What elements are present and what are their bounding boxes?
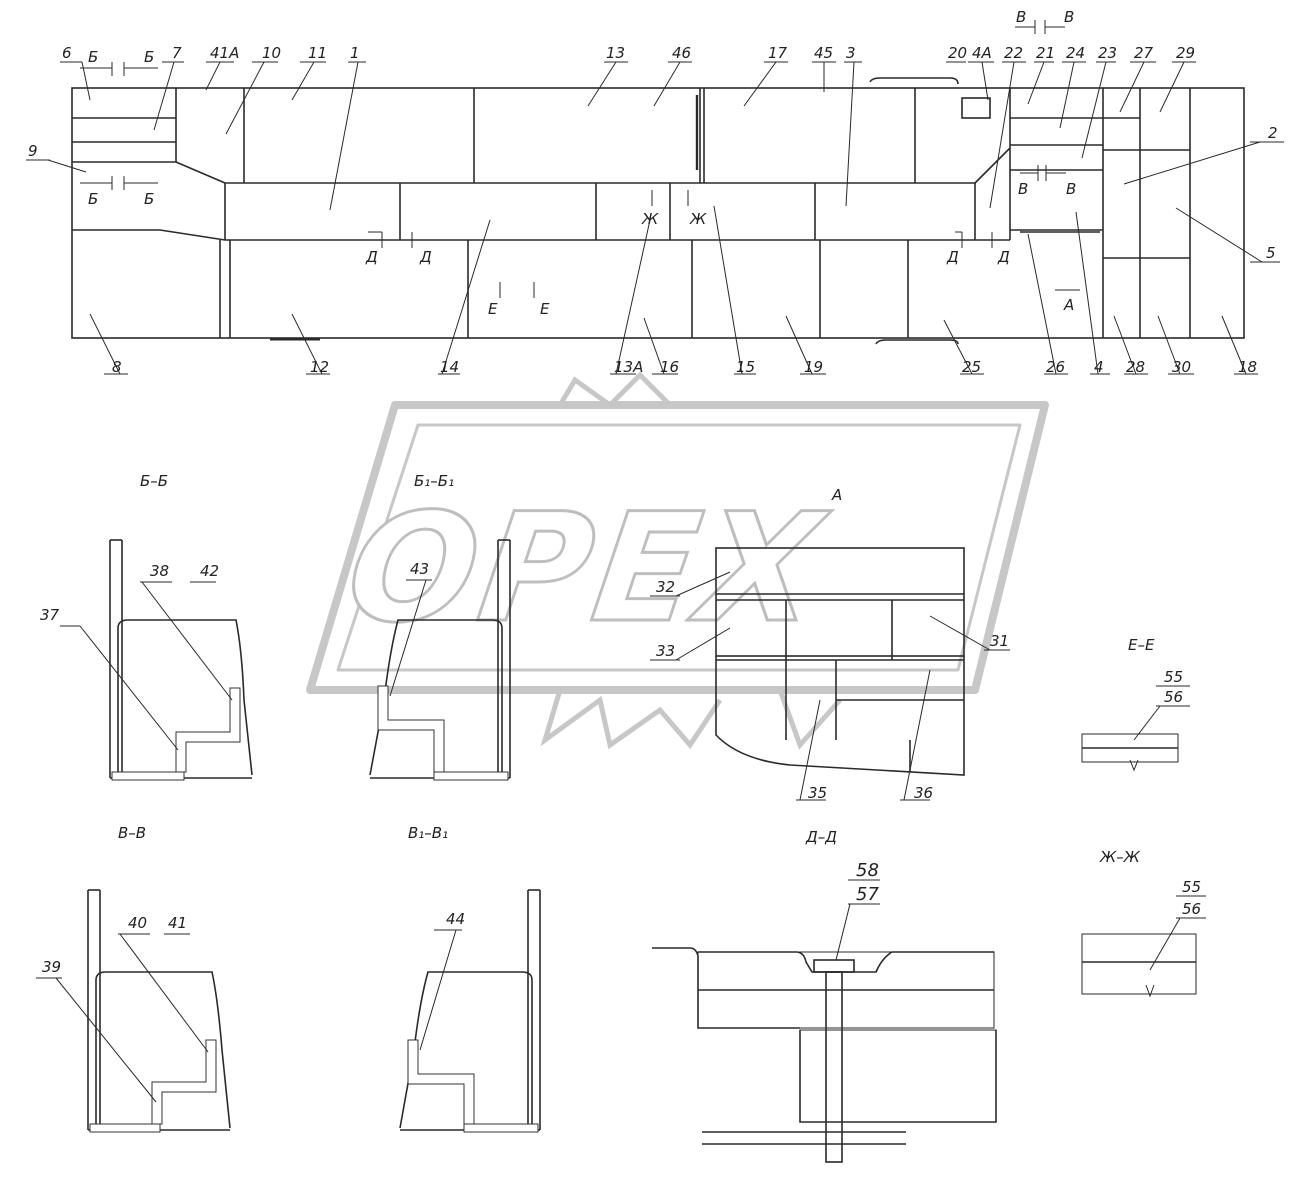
svg-text:Б₁–Б₁: Б₁–Б₁: [414, 472, 454, 490]
section-dd: Д–Д 58 57: [652, 828, 997, 1163]
svg-text:55: 55: [1182, 878, 1201, 896]
svg-text:А: А: [1063, 296, 1074, 314]
section-vv: В–В 39 40 41: [36, 824, 231, 1133]
opex-watermark: OPEX: [306, 371, 1049, 750]
callout-41A: 41A: [210, 44, 239, 62]
svg-text:44: 44: [446, 910, 465, 928]
callout-numbers: 6 7 41A 10 11 1 13 46 17 45 3 20 4A 22 2…: [28, 44, 1278, 376]
callout-28: 28: [1126, 358, 1145, 376]
callout-20: 20: [948, 44, 967, 62]
callout-13: 13: [606, 44, 625, 62]
svg-text:Е: Е: [540, 300, 550, 318]
svg-text:56: 56: [1182, 900, 1201, 918]
callout-18: 18: [1238, 358, 1257, 376]
svg-text:В: В: [1018, 180, 1028, 198]
svg-text:Е–Е: Е–Е: [1128, 636, 1155, 654]
callout-23: 23: [1098, 44, 1117, 62]
callout-7: 7: [172, 44, 182, 62]
callout-3: 3: [846, 44, 856, 62]
svg-text:Б–Б: Б–Б: [140, 472, 168, 490]
svg-text:Д: Д: [997, 248, 1010, 266]
svg-text:В: В: [1064, 8, 1074, 26]
callout-8: 8: [112, 358, 122, 376]
callout-4A: 4A: [972, 44, 992, 62]
svg-text:Б: Б: [88, 48, 98, 66]
section-ee: Е–Е 55 56: [1081, 636, 1190, 772]
section-b1b1: Б₁–Б₁ 43: [369, 472, 511, 781]
callout-14: 14: [440, 358, 459, 376]
svg-text:56: 56: [1164, 688, 1183, 706]
svg-text:Д: Д: [365, 248, 378, 266]
section-bb: Б–Б 37 38 42: [40, 472, 253, 781]
svg-text:Д: Д: [946, 248, 959, 266]
floor-plan-view: [71, 77, 1245, 345]
callout-11: 11: [308, 44, 327, 62]
callout-16: 16: [660, 358, 679, 376]
callout-30: 30: [1172, 358, 1191, 376]
svg-text:Д–Д: Д–Д: [805, 828, 837, 846]
callout-25: 25: [962, 358, 981, 376]
callout-4: 4: [1094, 358, 1104, 376]
callout-13A: 13A: [614, 358, 643, 376]
svg-text:43: 43: [410, 560, 429, 578]
callout-17: 17: [768, 44, 788, 62]
callout-19: 19: [804, 358, 823, 376]
svg-text:А: А: [831, 486, 842, 504]
section-zhzh: Ж–Ж 55 56: [1081, 848, 1206, 998]
callout-29: 29: [1176, 44, 1195, 62]
svg-text:Б: Б: [144, 48, 154, 66]
callout-12: 12: [310, 358, 329, 376]
svg-text:Ж: Ж: [689, 210, 707, 228]
svg-text:В: В: [1016, 8, 1026, 26]
svg-text:35: 35: [808, 784, 827, 802]
callout-2: 2: [1268, 124, 1278, 142]
svg-text:32: 32: [656, 578, 675, 596]
callout-15: 15: [736, 358, 755, 376]
callout-6: 6: [62, 44, 72, 62]
callout-5: 5: [1266, 244, 1276, 262]
svg-text:В–В: В–В: [118, 824, 146, 842]
section-markers: Б Б Б Б В В В В Д Д Д Д Е Е Ж Ж А: [80, 8, 1080, 318]
svg-text:55: 55: [1164, 668, 1183, 686]
callout-9: 9: [28, 142, 38, 160]
svg-text:37: 37: [40, 606, 60, 624]
section-v1v1: В₁–В₁ 44: [399, 824, 541, 1133]
callout-46: 46: [672, 44, 691, 62]
svg-text:Д: Д: [419, 248, 432, 266]
view-a: А 32 33 31 35 36: [650, 486, 1010, 802]
svg-text:31: 31: [990, 632, 1009, 650]
callout-45: 45: [814, 44, 833, 62]
svg-text:57: 57: [856, 884, 879, 905]
svg-text:Ж: Ж: [641, 210, 659, 228]
svg-text:40: 40: [128, 914, 147, 932]
svg-text:38: 38: [150, 562, 169, 580]
svg-text:58: 58: [856, 860, 879, 881]
callout-27: 27: [1134, 44, 1154, 62]
svg-text:Е: Е: [488, 300, 498, 318]
callout-leaders: [26, 61, 1284, 375]
svg-text:Б: Б: [144, 190, 154, 208]
callout-22: 22: [1004, 44, 1023, 62]
svg-text:33: 33: [656, 642, 675, 660]
callout-24: 24: [1066, 44, 1085, 62]
svg-text:36: 36: [914, 784, 933, 802]
callout-26: 26: [1046, 358, 1065, 376]
svg-text:Б: Б: [88, 190, 98, 208]
svg-text:В₁–В₁: В₁–В₁: [408, 824, 448, 842]
svg-text:В: В: [1066, 180, 1076, 198]
watermark-text: OPEX: [338, 481, 837, 656]
svg-text:39: 39: [42, 958, 61, 976]
svg-text:42: 42: [200, 562, 219, 580]
svg-text:41: 41: [168, 914, 187, 932]
callout-21: 21: [1036, 44, 1055, 62]
callout-10: 10: [262, 44, 281, 62]
callout-1: 1: [350, 44, 360, 62]
svg-text:Ж–Ж: Ж–Ж: [1099, 848, 1141, 866]
